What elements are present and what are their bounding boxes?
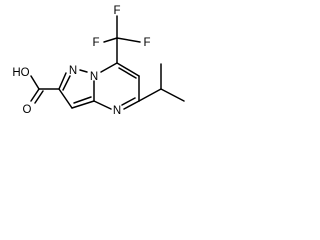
bond-n4-c3a: [93, 100, 112, 110]
bond-c3-c3a-double: [73, 96, 92, 104]
bond-c3-c3a: [71, 100, 95, 109]
fluorine-left-label: F: [92, 37, 99, 49]
bond-n2-c2: [58, 72, 67, 90]
bond-n1-c7: [100, 62, 118, 73]
bond-layer: [30, 15, 185, 110]
fluorine-top-label: F: [113, 5, 120, 17]
bond-n1-n2: [79, 69, 88, 73]
fluorine-right-label: F: [143, 37, 150, 49]
bond-c5-n4: [123, 100, 140, 110]
bridgehead-nitrogen-label: N: [90, 71, 98, 83]
bond-c5-ch: [138, 88, 162, 102]
atom-label-layer: F F F N N N HO O: [12, 5, 150, 117]
hydroxyl-label: HO: [12, 67, 29, 79]
bond-c-fleft: [103, 37, 118, 43]
chemical-structure-diagram: F F F N N N HO O: [12, 5, 185, 117]
bond-cooh-oh: [30, 75, 40, 90]
bond-c5-n4-double: [121, 97, 136, 106]
bond-ch-me1: [160, 88, 185, 102]
pyrimidine-nitrogen-label: N: [113, 105, 121, 117]
carbonyl-oxygen-label: O: [23, 104, 32, 116]
bond-c7-c6: [116, 62, 140, 77]
bond-cooh-o: [30, 88, 40, 102]
bond-c7-c6-double: [118, 67, 137, 79]
bond-n2-c2-double: [62, 75, 71, 91]
pyrazole-nitrogen-label: N: [69, 65, 77, 77]
bond-cooh-o-double: [34, 90, 44, 104]
bond-c-fright: [116, 37, 141, 43]
bond-c2-c3: [58, 88, 73, 109]
